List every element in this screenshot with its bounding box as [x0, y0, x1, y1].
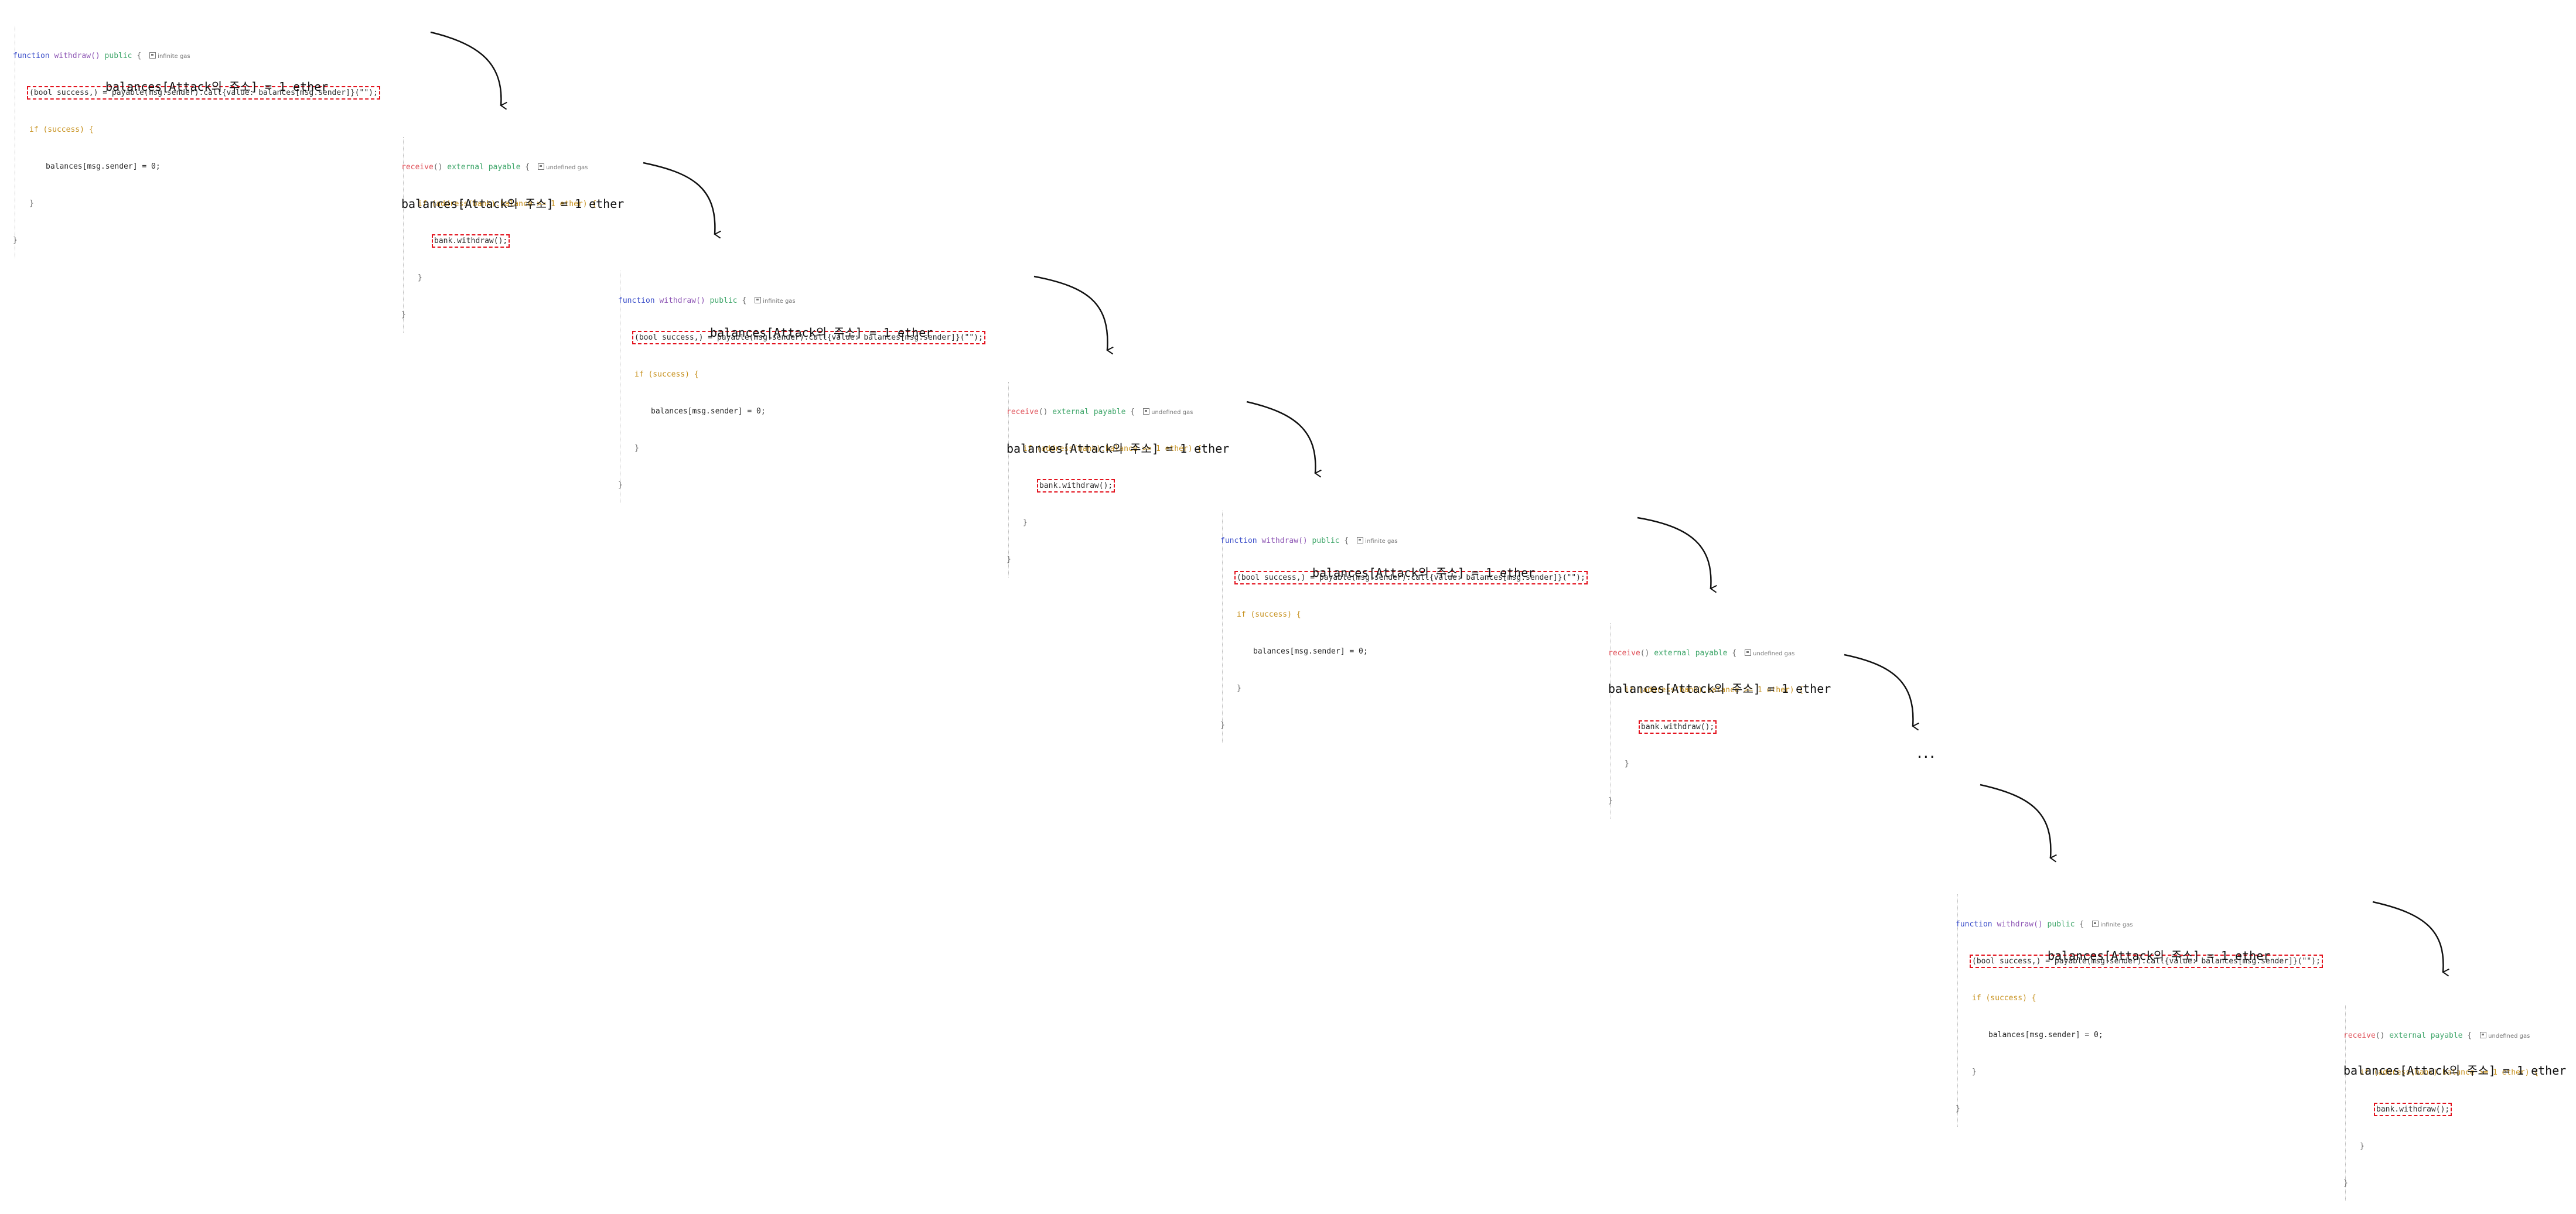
reentrant-call-highlight: bank.withdraw(); [431, 234, 510, 248]
withdraw-code-block-4: function withdraw() public {infinite gas… [1956, 881, 2323, 1140]
receive-code-block-4: receive() external payable {undefined ga… [2343, 993, 2539, 1214]
gas-estimate: infinite gas [149, 52, 190, 60]
balance-note-4: balances[Attack의 주소] = 1 ether [1006, 442, 1230, 456]
arrow-1 [430, 31, 507, 110]
gas-pump-icon [2480, 1032, 2487, 1038]
external-call-highlight: (bool success,) = payable(msg.sender).ca… [1234, 571, 1588, 584]
arrow-4 [1246, 401, 1322, 478]
balance-note-6: balances[Attack의 주소] = 1 ether [1608, 682, 1831, 696]
gas-pump-icon [1745, 649, 1752, 656]
gas-pump-icon [1143, 408, 1150, 415]
balance-note-3: balances[Attack의 주소] = 1 ether [710, 326, 933, 340]
withdraw-code-block-1: function withdraw() public {infinite gas… [13, 13, 380, 271]
gas-estimate: undefined gas [2480, 1032, 2530, 1039]
function-keyword: function [13, 52, 50, 60]
arrow-2 [643, 162, 721, 239]
gas-pump-icon [538, 163, 545, 170]
external-call-highlight: (bool success,) = payable(msg.sender).ca… [27, 86, 380, 100]
gas-estimate: infinite gas [755, 297, 796, 305]
gas-pump-icon [149, 52, 156, 59]
reentrant-call-highlight: bank.withdraw(); [2373, 1103, 2452, 1116]
reentrant-call-highlight: bank.withdraw(); [1638, 720, 1717, 734]
gas-pump-icon [755, 297, 762, 303]
receive-code-block-1: receive() external payable {undefined ga… [401, 124, 596, 346]
balance-note-8: balances[Attack의 주소] = 1 ether [2343, 1063, 2567, 1078]
external-call-highlight: (bool success,) = payable(msg.sender).ca… [632, 331, 985, 344]
gas-pump-icon [1357, 537, 1364, 543]
arrow-8 [2372, 901, 2449, 977]
gas-estimate: undefined gas [1143, 408, 1193, 416]
balance-note-5: balances[Attack의 주소] = 1 ether [1312, 566, 1536, 580]
reentrant-call-highlight: bank.withdraw(); [1036, 479, 1115, 493]
arrow-3 [1033, 275, 1114, 355]
arrow-5 [1637, 517, 1717, 593]
balance-note-1: balances[Attack의 주소] = 1 ether [105, 80, 329, 94]
repeat-ellipsis: ... [1917, 743, 1936, 762]
balance-note-7: balances[Attack의 주소] = 1 ether [2048, 949, 2271, 963]
gas-estimate: infinite gas [2092, 921, 2133, 928]
arrow-7 [1980, 784, 2057, 863]
external-call-highlight: (bool success,) = payable(msg.sender).ca… [1970, 955, 2323, 968]
gas-estimate: undefined gas [1745, 649, 1794, 657]
gas-pump-icon [2092, 921, 2099, 927]
gas-estimate: infinite gas [1357, 537, 1398, 545]
withdraw-code-block-2: function withdraw() public {infinite gas… [618, 258, 985, 516]
gas-estimate: undefined gas [538, 163, 588, 171]
balance-note-2: balances[Attack의 주소] = 1 ether [401, 197, 625, 211]
receive-code-block-2: receive() external payable {undefined ga… [1006, 369, 1202, 590]
receive-code-block-3: receive() external payable {undefined ga… [1608, 610, 1803, 832]
arrow-6 [1844, 654, 1919, 731]
flow-arrows [430, 31, 2449, 977]
withdraw-code-block-3: function withdraw() public {infinite gas… [1220, 498, 1588, 756]
